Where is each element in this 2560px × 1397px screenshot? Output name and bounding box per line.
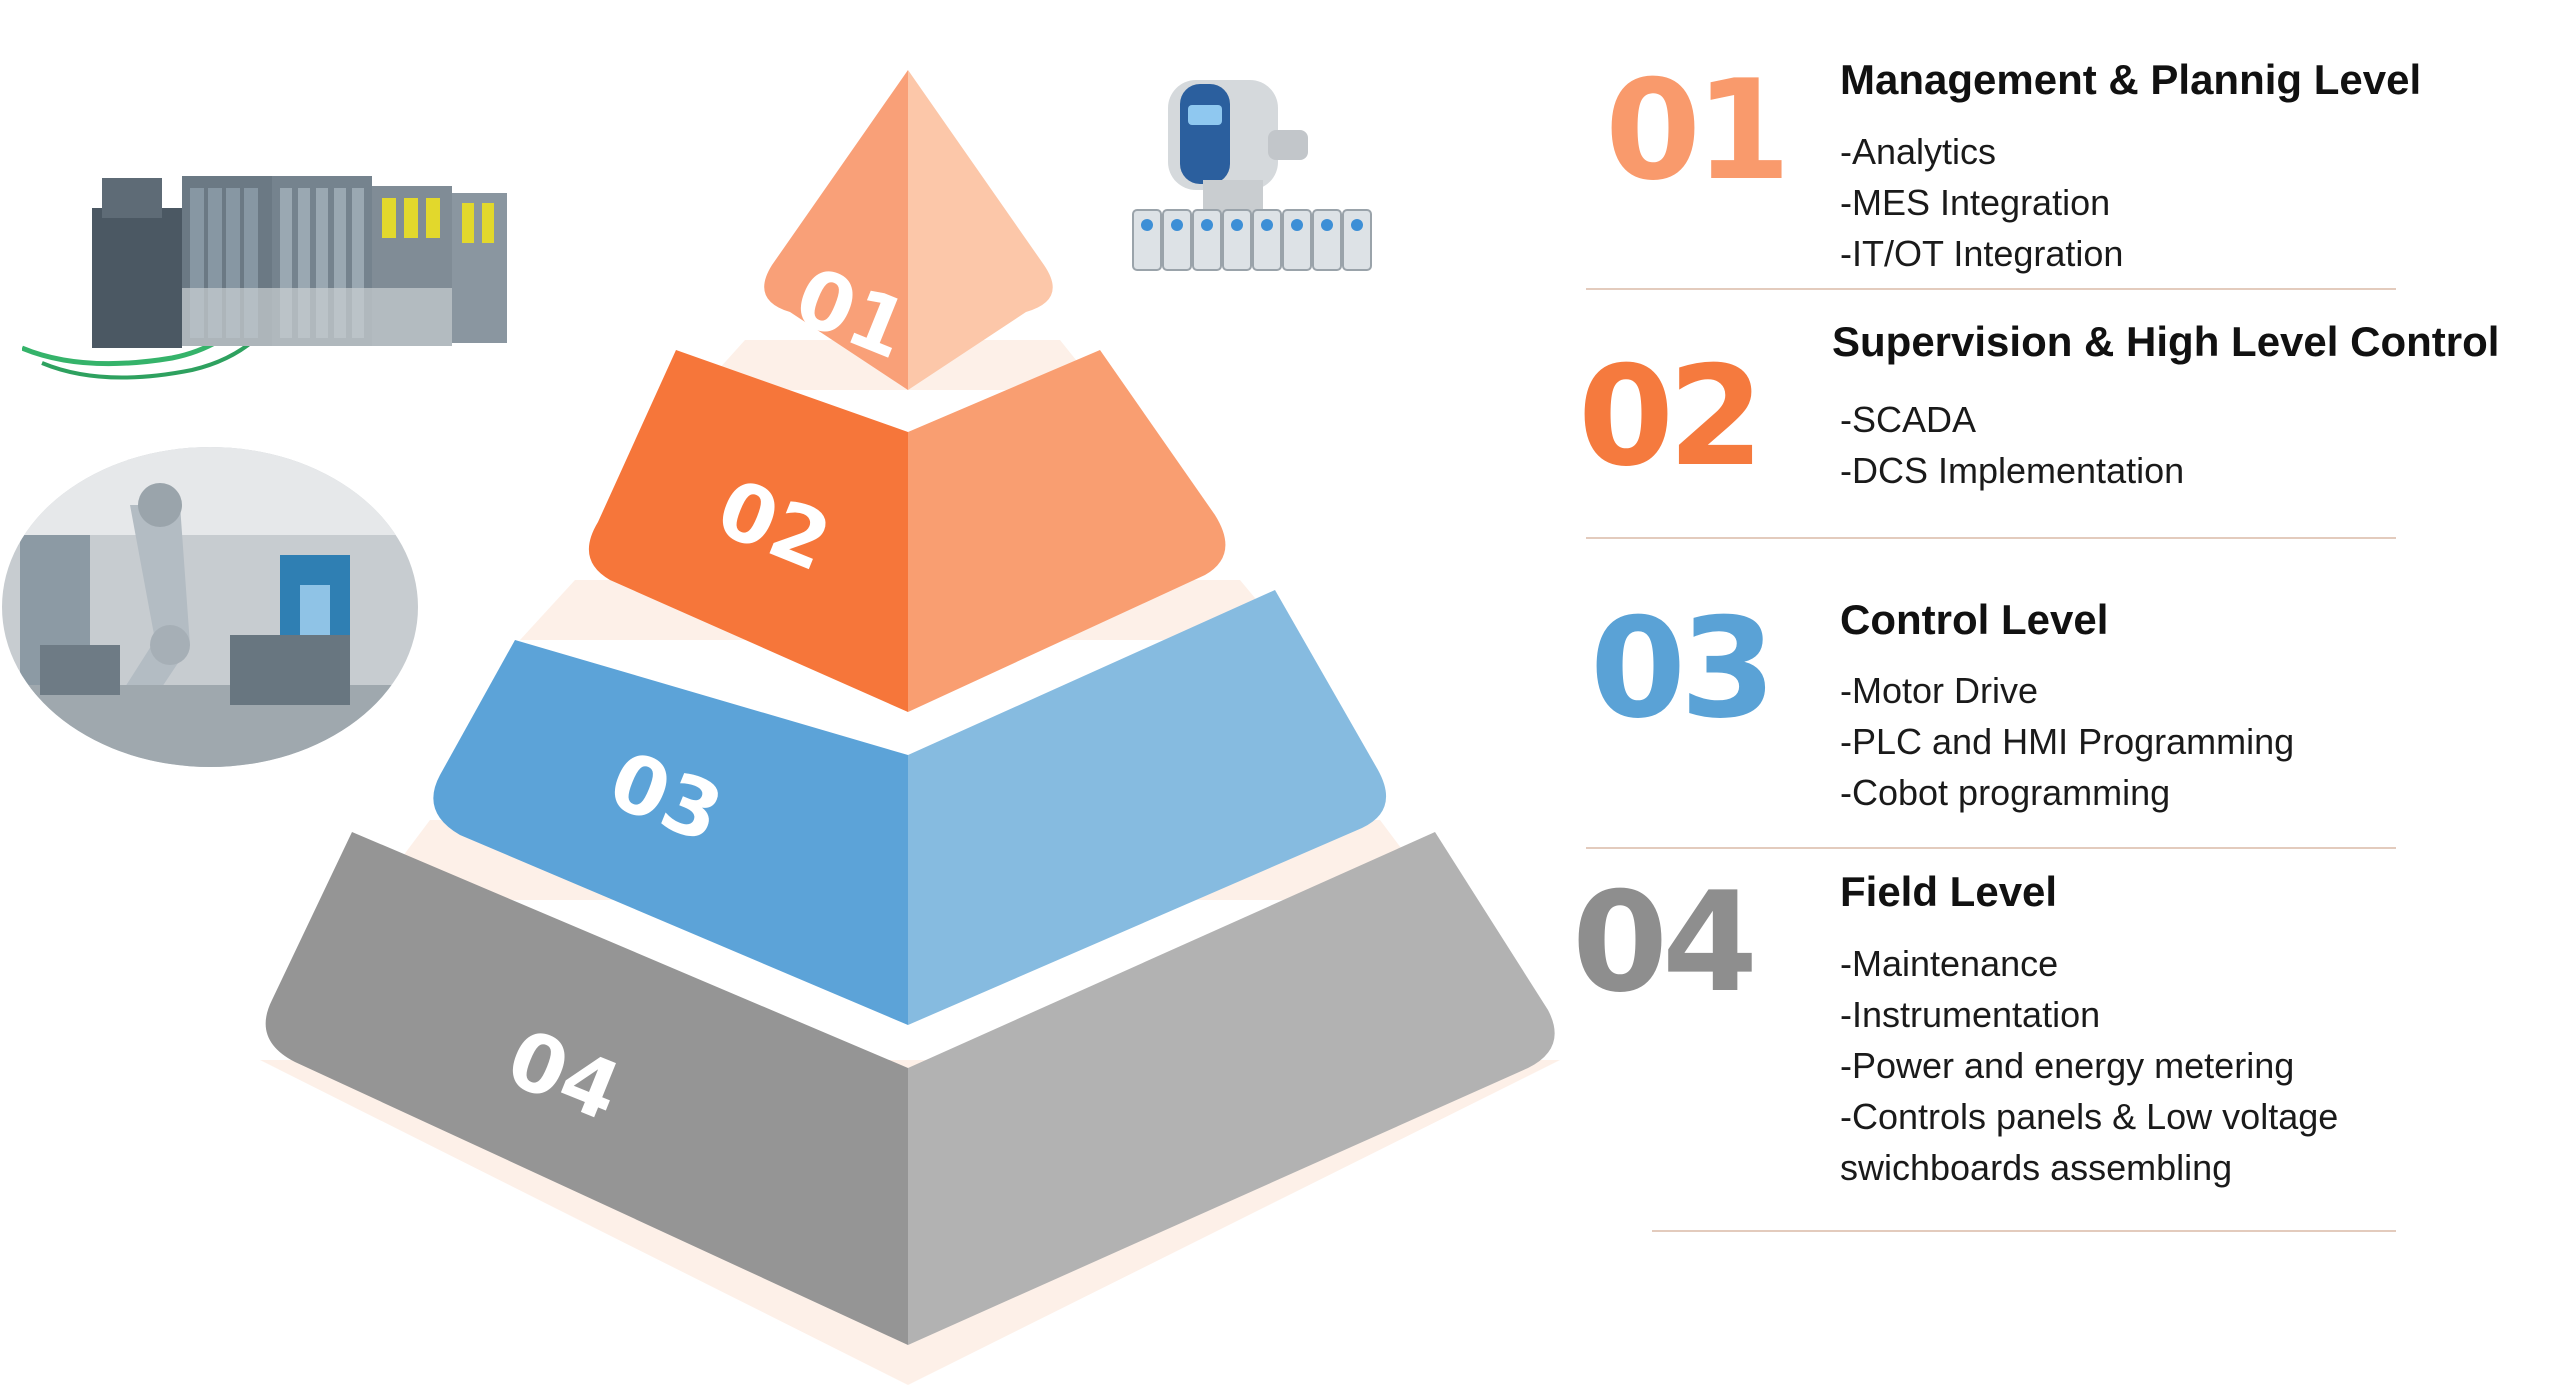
level-3-items: -Motor Drive -PLC and HMI Programming -C…	[1840, 665, 2294, 818]
level-4-number: 04	[1572, 862, 1758, 1023]
level-3-item: -Cobot programming	[1840, 772, 2171, 813]
tier-1-left	[764, 70, 908, 390]
tier-2-left	[588, 350, 908, 712]
level-4-divider	[1652, 1230, 2396, 1232]
level-3-title: Control Level	[1840, 596, 2109, 643]
tier-2-right	[908, 350, 1226, 712]
level-1-item: -MES Integration	[1840, 182, 2111, 223]
level-4-item: -Instrumentation	[1840, 994, 2101, 1035]
level-1-divider	[1586, 288, 2396, 290]
level-4-items: -Maintenance -Instrumentation -Power and…	[1840, 938, 2338, 1193]
level-2-title: Supervision & High Level Control	[1832, 318, 2500, 365]
level-1-items: -Analytics -MES Integration -IT/OT Integ…	[1840, 126, 2123, 279]
level-1-item: -Analytics	[1840, 131, 1997, 172]
level-2-item: -SCADA	[1840, 399, 1977, 440]
tier-3-left	[433, 640, 908, 1025]
level-2-item: -DCS Implementation	[1840, 450, 2185, 491]
level-1-item: -IT/OT Integration	[1840, 233, 2124, 274]
tier-4-left	[265, 832, 909, 1345]
level-3-number: 03	[1590, 588, 1776, 749]
industrial-sensor-image	[1132, 80, 1372, 271]
level-4-item: swichboards assembling	[1840, 1147, 2233, 1188]
level-3-item: -Motor Drive	[1840, 670, 2039, 711]
pyramid-tier-4	[265, 832, 1555, 1345]
level-2-divider	[1586, 537, 2396, 539]
plc-rack-image	[22, 176, 507, 380]
level-3-item: -PLC and HMI Programming	[1840, 721, 2295, 762]
pyramid-tier-1	[764, 70, 1053, 390]
level-4-item: -Controls panels & Low voltage	[1840, 1096, 2339, 1137]
level-2-number: 02	[1578, 336, 1764, 497]
level-2-items: -SCADA -DCS Implementation	[1840, 394, 2184, 496]
level-4-item: -Power and energy metering	[1840, 1045, 2295, 1086]
cobot-factory-photo	[2, 447, 418, 767]
level-1-title: Management & Plannig Level	[1840, 56, 2422, 103]
tier-3-right	[908, 590, 1387, 1025]
level-4-item: -Maintenance	[1840, 943, 2059, 984]
pyramid-tier-2	[588, 350, 1226, 712]
tier-1-right	[908, 70, 1053, 390]
pyramid-tier-3	[433, 590, 1387, 1025]
tier-4-right	[908, 832, 1555, 1345]
level-3-divider	[1586, 847, 2396, 849]
level-4-title: Field Level	[1840, 868, 2058, 915]
level-1-number: 01	[1605, 50, 1791, 211]
